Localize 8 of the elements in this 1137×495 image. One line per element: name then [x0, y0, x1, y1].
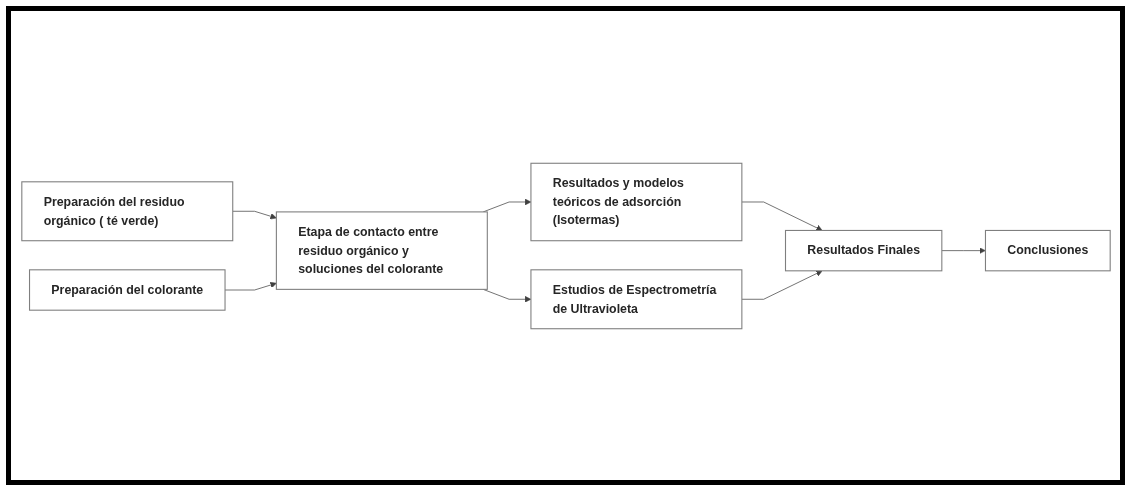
node-box [20, 180, 233, 241]
node-box [529, 162, 742, 241]
node-box [784, 229, 942, 271]
node-box [28, 268, 226, 311]
node-box [275, 210, 488, 290]
node-box [984, 229, 1111, 271]
node-box [529, 268, 742, 329]
diagram-frame: Preparación del residuo orgánico ( té verde) Preparación del colorante Etapa de contacto entre residuo orgánico y soluciones del colorante Resultados y modelos teóricos de adsorción (Isotermas) Estudios de Espectrometría de Ultravioleta Resultados Finales Conclusiones [6, 6, 1125, 485]
